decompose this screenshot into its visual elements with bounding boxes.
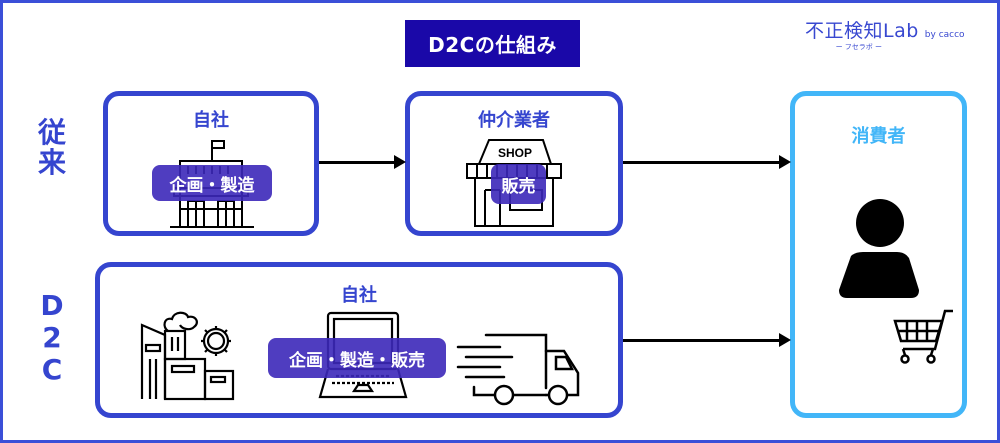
- row-label-char: D: [40, 289, 64, 322]
- logo-name: 不正検知Lab: [805, 20, 919, 42]
- role-pill: 販売: [491, 164, 546, 204]
- shopping-cart-icon: [893, 309, 953, 364]
- shop-sign: SHOP: [498, 146, 532, 160]
- role-pill: 企画・製造: [152, 165, 272, 201]
- box-title: 消費者: [851, 126, 906, 147]
- row-label-traditional: 従 来: [32, 118, 72, 178]
- row-label-char: 2: [42, 321, 62, 354]
- row-label-char: 従: [37, 116, 66, 149]
- row-label-char: C: [41, 353, 63, 386]
- delivery-truck-icon: [456, 333, 580, 406]
- logo-subtitle: ー フセラボ ー: [835, 43, 883, 51]
- flow-arrow: [623, 333, 791, 347]
- factory-icon: [140, 311, 235, 401]
- box-title: 自社: [193, 110, 229, 131]
- flow-arrow: [623, 155, 791, 169]
- person-icon: [839, 199, 919, 298]
- intermediary-box: 仲介業者 SHOP 販売: [405, 91, 623, 236]
- role-pill: 企画・製造・販売: [268, 338, 446, 378]
- consumer-box: 消費者: [790, 91, 967, 418]
- page-title: D2Cの仕組み: [405, 20, 580, 67]
- row-label-d2c: D 2 C: [32, 290, 72, 386]
- box-title: 自社: [341, 285, 377, 306]
- own-company-d2c-box: 自社: [95, 262, 623, 418]
- box-title: 仲介業者: [478, 110, 550, 131]
- own-company-traditional-box: 自社 企画・製造: [103, 91, 319, 236]
- flow-arrow: [319, 155, 406, 169]
- row-label-char: 来: [37, 146, 66, 179]
- logo: 不正検知Lab by cacco ー フセラボ ー: [805, 16, 965, 52]
- logo-by: by cacco: [924, 30, 965, 40]
